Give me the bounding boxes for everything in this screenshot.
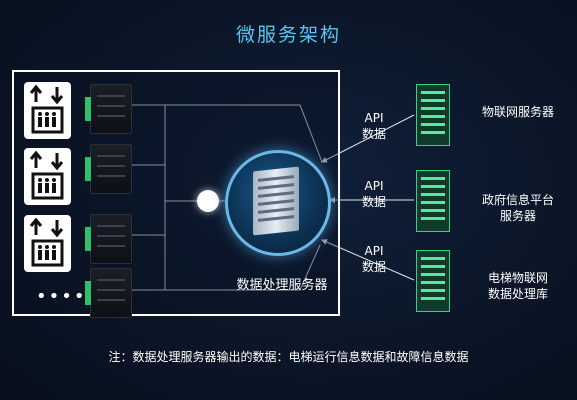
center-server-label: 数据处理服务器 [236, 278, 328, 293]
controller-device-icon [85, 268, 132, 318]
green-server-icon [416, 84, 450, 146]
controller-device-icon [85, 144, 132, 194]
api-arrow-1 [321, 114, 415, 163]
elevator-icon [24, 148, 71, 205]
junction-node [197, 190, 219, 212]
controller-device-icon [85, 214, 132, 264]
server-rack-icon [253, 166, 299, 236]
elevator-icon [24, 215, 71, 272]
top-link [128, 104, 323, 163]
diagram-title: 微服务架构 [235, 24, 341, 46]
footnote: 注：数据处理服务器输出的数据：电梯运行信息数据和故障信息数据 [108, 350, 469, 364]
api-arrow-3 [321, 239, 415, 281]
controller-device-icon [85, 84, 132, 134]
green-server-icon [416, 170, 450, 232]
elevator-icon [24, 82, 71, 139]
elevator-iot-db-label: 电梯物联网数据处理库 [487, 271, 548, 301]
gov-platform-label: 政府信息平台服务器 [481, 193, 554, 223]
bottom-link [165, 244, 321, 291]
green-server-icon [416, 250, 450, 312]
iot-server-label: 物联网服务器 [481, 105, 554, 119]
data-processing-server [225, 150, 331, 256]
